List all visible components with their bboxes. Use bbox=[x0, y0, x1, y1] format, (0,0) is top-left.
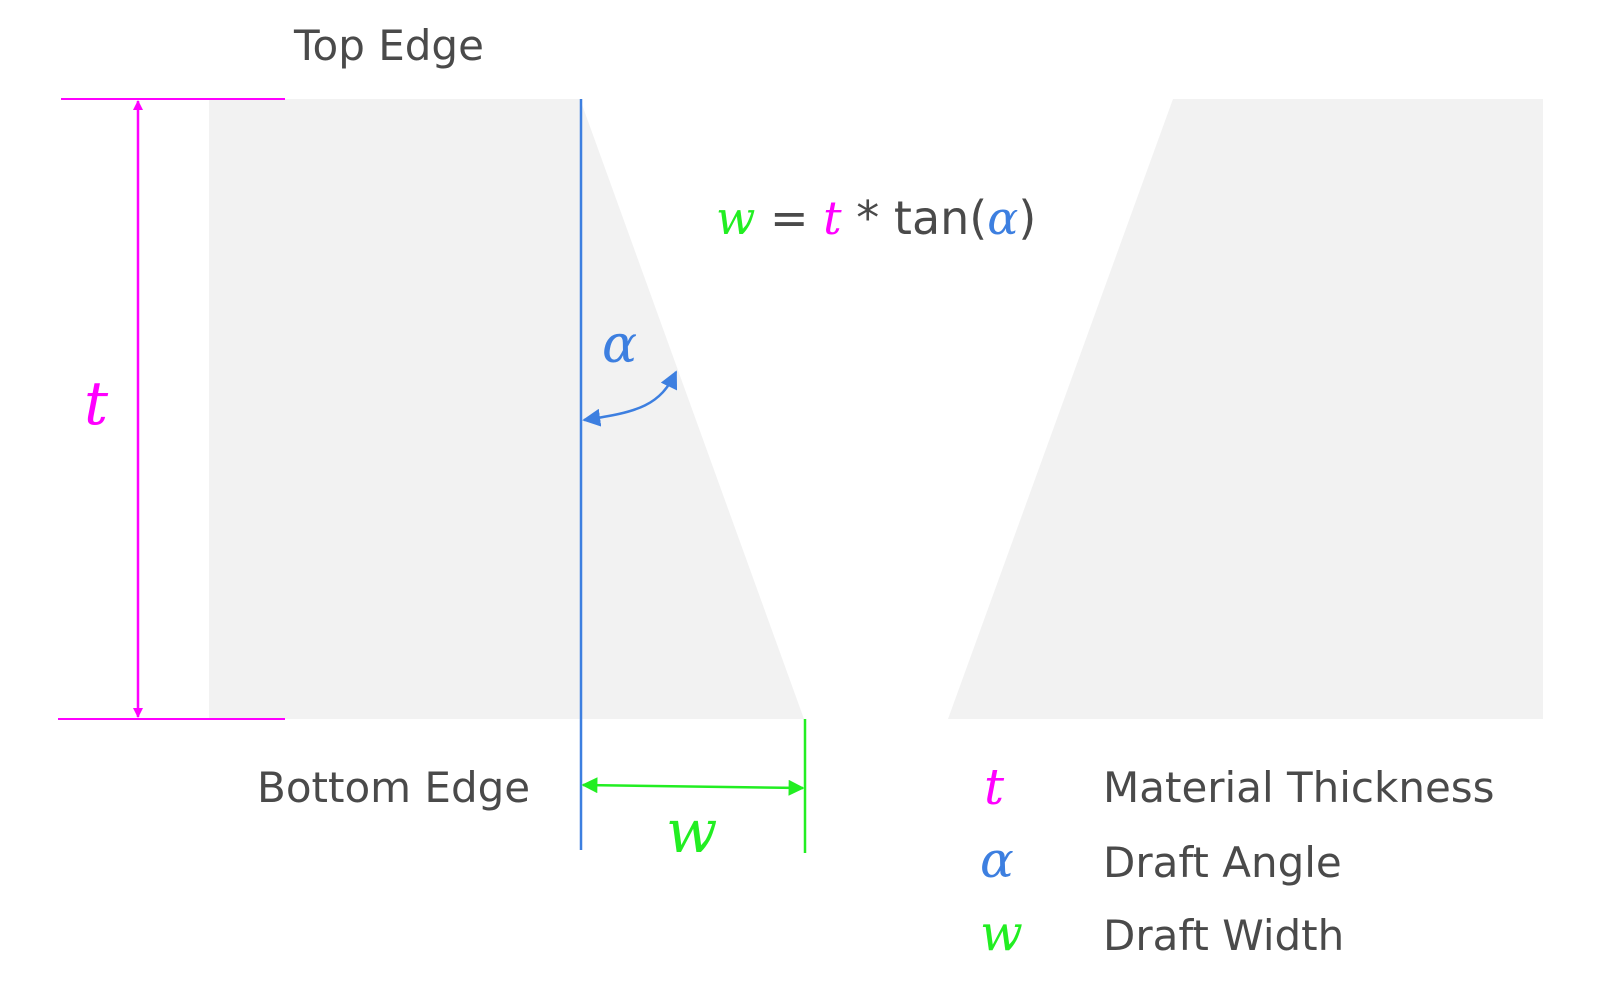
legend-label-width: Draft Width bbox=[1103, 911, 1344, 960]
bottom-edge-label: Bottom Edge bbox=[257, 763, 530, 812]
legend-item-thickness: t Material Thickness bbox=[984, 758, 1495, 816]
legend-label-angle: Draft Angle bbox=[1103, 838, 1342, 887]
formula: w = t * tan(α) bbox=[716, 191, 1036, 245]
legend-label-thickness: Material Thickness bbox=[1103, 763, 1495, 812]
legend-item-angle: α Draft Angle bbox=[980, 831, 1342, 889]
formula-t: t bbox=[823, 191, 842, 245]
formula-w: w bbox=[716, 191, 755, 245]
right-material-block bbox=[948, 99, 1543, 719]
legend-symbol-width: w bbox=[980, 904, 1023, 962]
legend-item-width: w Draft Width bbox=[980, 904, 1344, 962]
angle-symbol: α bbox=[602, 315, 637, 375]
formula-equals: = bbox=[755, 191, 823, 245]
left-material-block bbox=[209, 99, 804, 719]
draft-width-dimension-arrow bbox=[581, 777, 805, 796]
formula-close: ) bbox=[1018, 191, 1036, 245]
draft-angle-arc bbox=[582, 370, 678, 427]
thickness-symbol: t bbox=[84, 369, 109, 439]
formula-operator: * tan( bbox=[842, 191, 988, 245]
width-symbol: w bbox=[666, 797, 717, 867]
legend-symbol-angle: α bbox=[980, 831, 1014, 889]
legend-symbol-thickness: t bbox=[984, 758, 1005, 816]
formula-alpha: α bbox=[987, 191, 1018, 245]
top-edge-label: Top Edge bbox=[293, 21, 484, 70]
legend: t Material Thickness α Draft Angle w Dra… bbox=[980, 758, 1495, 962]
